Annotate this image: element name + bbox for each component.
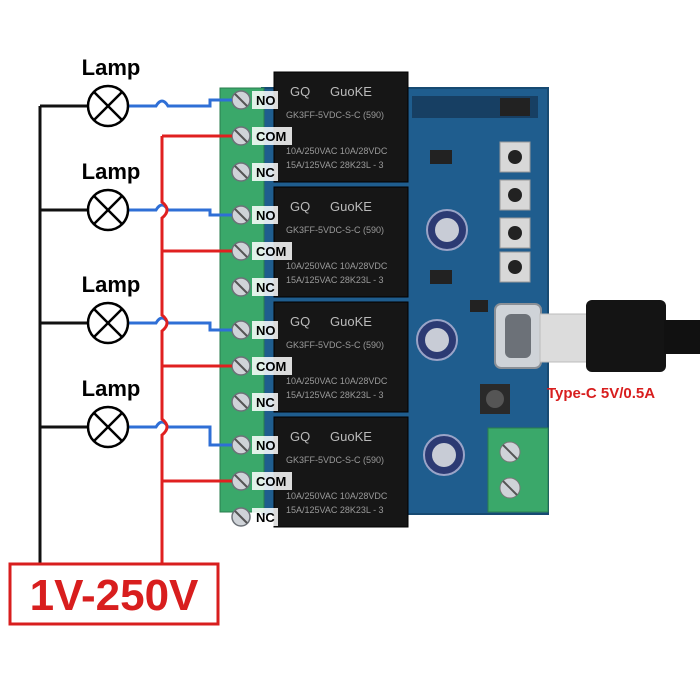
- lamp: Lamp: [82, 55, 141, 128]
- screw-terminal-com: COM: [231, 241, 292, 261]
- power-supply: 1V-250V: [8, 562, 220, 626]
- relay-rating: 15A/125VAC 28K23L - 3: [286, 160, 384, 170]
- relay-module: GQ GuoKE GK3FF-5VDC-S-C (590) 10A/250VAC 10…: [273, 71, 409, 183]
- lamp-icon: [86, 188, 130, 232]
- screw-terminal-no: NO: [231, 435, 278, 455]
- relay-rating: 10A/250VAC 10A/28VDC: [286, 261, 388, 271]
- terminal-label: NC: [256, 510, 275, 525]
- usb-c-port: [494, 303, 542, 369]
- wire-blue: [128, 203, 232, 217]
- power-supply-label: 1V-250V: [30, 571, 199, 620]
- screw-terminal-nc: NC: [231, 277, 278, 297]
- relay-rating: 15A/125VAC 28K23L - 3: [286, 275, 384, 285]
- relay-model: GK3FF-5VDC-S-C (590): [286, 225, 384, 235]
- relay-module: GQ GuoKE GK3FF-5VDC-S-C (590) 10A/250VAC 10…: [273, 301, 409, 413]
- screw-terminal-com: COM: [231, 126, 292, 146]
- relay-model: GK3FF-5VDC-S-C (590): [286, 340, 384, 350]
- relay-rating: 15A/125VAC 28K23L - 3: [286, 390, 384, 400]
- usb-power-label: Type-C 5V/0.5A: [547, 385, 655, 402]
- lamp: Lamp: [82, 272, 141, 345]
- relay-rating: 10A/250VAC 10A/28VDC: [286, 491, 388, 501]
- screw-terminal-no: NO: [231, 205, 278, 225]
- terminal-label: NC: [256, 280, 275, 295]
- push-button: [499, 217, 531, 249]
- relay-model: GK3FF-5VDC-S-C (590): [286, 455, 384, 465]
- lamp-icon: [86, 301, 130, 345]
- terminal-label: COM: [256, 474, 286, 489]
- terminal-label: NO: [256, 208, 276, 223]
- terminal-label: NC: [256, 165, 275, 180]
- wire-blue: [128, 420, 232, 447]
- lamp: Lamp: [82, 376, 141, 449]
- relay-module: GQ GuoKE GK3FF-5VDC-S-C (590) 10A/250VAC 10…: [273, 416, 409, 528]
- push-button: [499, 251, 531, 283]
- screw-terminal-nc: NC: [231, 507, 278, 527]
- relay-model: GK3FF-5VDC-S-C (590): [286, 110, 384, 120]
- lamp-label: Lamp: [82, 55, 141, 80]
- relay-rating: 15A/125VAC 28K23L - 3: [286, 505, 384, 515]
- terminal-label: NO: [256, 438, 276, 453]
- lamp-label: Lamp: [82, 376, 141, 401]
- terminal-label: COM: [256, 129, 286, 144]
- push-button: [499, 141, 531, 173]
- wire-blue: [128, 98, 232, 108]
- screw-terminal-nc: NC: [231, 392, 278, 412]
- inductor: [480, 384, 510, 414]
- relay-module: GQ GuoKE GK3FF-5VDC-S-C (590) 10A/250VAC 10…: [273, 186, 409, 298]
- lamp-label: Lamp: [82, 272, 141, 297]
- relay-logo: GQ: [290, 314, 310, 329]
- power-terminal-block: [487, 427, 549, 513]
- capacitor: [423, 434, 465, 476]
- screw-terminal-no: NO: [231, 90, 278, 110]
- relay-logo: GQ: [290, 199, 310, 214]
- relay-logo: GQ: [290, 429, 310, 444]
- terminal-label: NO: [256, 323, 276, 338]
- wire-blue: [128, 316, 232, 332]
- lamp: Lamp: [82, 159, 141, 232]
- relay-brand: GuoKE: [330, 429, 372, 444]
- terminal-label: NO: [256, 93, 276, 108]
- lamp-label: Lamp: [82, 159, 141, 184]
- capacitor: [416, 319, 458, 361]
- wire-red-bus: [160, 136, 169, 564]
- push-button: [499, 179, 531, 211]
- terminal-label: NC: [256, 395, 275, 410]
- relay-brand: GuoKE: [330, 314, 372, 329]
- usb-c-cable: [539, 300, 700, 372]
- terminal-label: COM: [256, 244, 286, 259]
- relay-rating: 10A/250VAC 10A/28VDC: [286, 146, 388, 156]
- screw-terminal-no: NO: [231, 320, 278, 340]
- relay-logo: GQ: [290, 84, 310, 99]
- relay-brand: GuoKE: [330, 84, 372, 99]
- terminal-label: COM: [256, 359, 286, 374]
- capacitor: [426, 209, 468, 251]
- lamp-icon: [86, 405, 130, 449]
- relay-brand: GuoKE: [330, 199, 372, 214]
- screw-terminal-nc: NC: [231, 162, 278, 182]
- lamp-icon: [86, 84, 130, 128]
- screw-terminal-com: COM: [231, 356, 292, 376]
- relay-rating: 10A/250VAC 10A/28VDC: [286, 376, 388, 386]
- screw-terminal-com: COM: [231, 471, 292, 491]
